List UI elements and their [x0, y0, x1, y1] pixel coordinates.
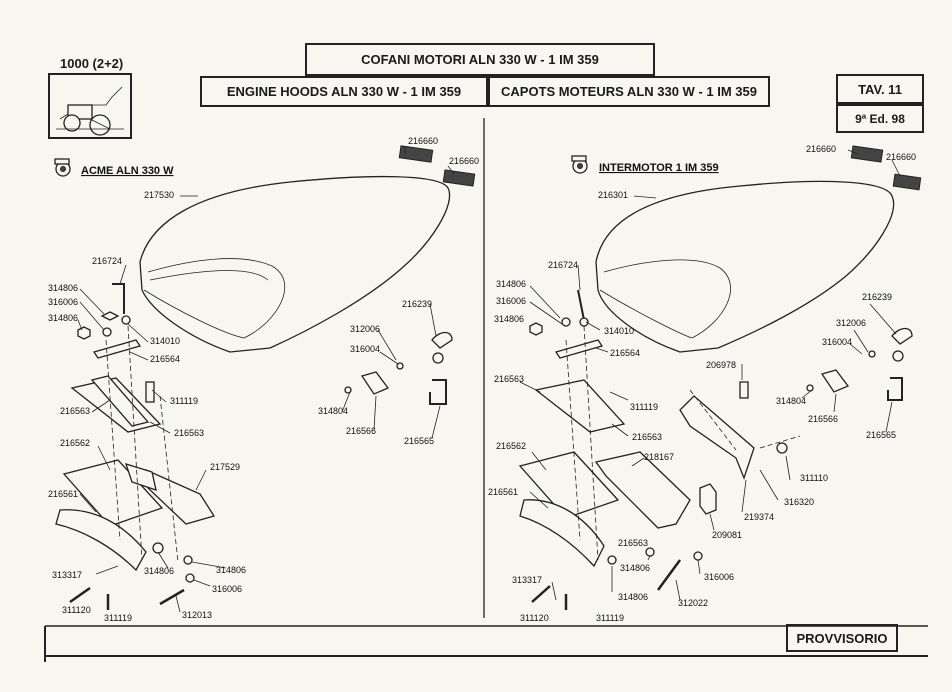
part-number: 316006 — [48, 297, 78, 307]
engine-icon-left — [54, 158, 71, 177]
right-badge-1 — [850, 145, 884, 163]
part-number: 314010 — [604, 326, 634, 336]
part-number: 312022 — [678, 598, 708, 608]
part-number: 216660 — [408, 136, 438, 146]
part-number: 216563 — [174, 428, 204, 438]
table-number: TAV. 11 — [836, 74, 924, 104]
part-number: 216563 — [60, 406, 90, 416]
title-french: CAPOTS MOTEURS ALN 330 W - 1 IM 359 — [488, 76, 770, 107]
part-number: 316004 — [350, 344, 380, 354]
part-number: 216724 — [548, 260, 578, 270]
part-number: 311120 — [62, 605, 91, 615]
left-engine-hood — [139, 175, 451, 353]
status-label: PROVVISORIO — [786, 624, 898, 652]
part-number: 216562 — [60, 438, 90, 448]
part-number: 316006 — [496, 296, 526, 306]
leader-lines — [77, 145, 901, 613]
part-number: 316006 — [704, 572, 734, 582]
part-number: 314806 — [496, 279, 526, 289]
left-badge-1 — [398, 145, 434, 163]
left-badge-2 — [442, 169, 476, 187]
part-number: 314804 — [776, 396, 806, 406]
left-part-labels: 216660 216660 217530 216724 314806 31600… — [48, 136, 479, 623]
part-number: 311110 — [800, 473, 828, 483]
part-number: 311119 — [596, 613, 624, 623]
part-number: 313317 — [52, 570, 82, 580]
part-number: 216564 — [610, 348, 640, 358]
part-number: 216561 — [48, 489, 78, 499]
part-number: 219374 — [744, 512, 774, 522]
part-number: 216660 — [806, 144, 836, 154]
left-section-title: ACME ALN 330 W — [81, 165, 174, 177]
engine-icon-right — [571, 155, 588, 174]
part-number: 312006 — [350, 324, 380, 334]
part-number: 316006 — [212, 584, 242, 594]
part-number: 311119 — [104, 613, 132, 623]
part-number: 216565 — [866, 430, 896, 440]
part-number: 314806 — [48, 283, 78, 293]
model-thumbnail — [48, 73, 132, 139]
part-number: 216561 — [488, 487, 518, 497]
part-number: 316004 — [822, 337, 852, 347]
part-number: 312006 — [836, 318, 866, 328]
part-number: 314010 — [150, 336, 180, 346]
right-section-title: INTERMOTOR 1 IM 359 — [599, 162, 719, 174]
part-number: 314806 — [144, 566, 174, 576]
part-number: 216660 — [886, 152, 916, 162]
part-number: 216724 — [92, 256, 122, 266]
part-number: 216564 — [150, 354, 180, 364]
right-part-labels: 216660 216660 216301 216724 314806 31600… — [488, 144, 916, 623]
part-number: 216565 — [404, 436, 434, 446]
part-number: 314806 — [216, 565, 246, 575]
part-number: 217530 — [144, 190, 174, 200]
part-number: 313317 — [512, 575, 542, 585]
title-italian: COFANI MOTORI ALN 330 W - 1 IM 359 — [305, 43, 655, 76]
part-number: 209081 — [712, 530, 742, 540]
part-number: 314806 — [618, 592, 648, 602]
tractor-icon — [56, 86, 124, 136]
part-number: 312013 — [182, 610, 212, 620]
part-number: 216566 — [808, 414, 838, 424]
part-number: 311120 — [520, 613, 549, 623]
part-number: 216563 — [632, 432, 662, 442]
part-number: 314806 — [494, 314, 524, 324]
part-number: 216239 — [862, 292, 892, 302]
part-number: 314806 — [48, 313, 78, 323]
part-number: 314806 — [620, 563, 650, 573]
right-engine-hood — [595, 180, 895, 353]
part-number: 316320 — [784, 497, 814, 507]
part-number: 216563 — [494, 374, 524, 384]
part-number: 311119 — [630, 402, 658, 412]
part-number: 216301 — [598, 190, 628, 200]
edition-label: 9ª Ed. 98 — [836, 104, 924, 133]
left-hardware — [55, 283, 453, 610]
part-number: 206978 — [706, 360, 736, 370]
part-number: 216660 — [449, 156, 479, 166]
part-number: 216239 — [402, 299, 432, 309]
part-number: 218167 — [644, 452, 674, 462]
part-number: 216562 — [496, 441, 526, 451]
right-badge-2 — [892, 173, 922, 191]
part-number: 217529 — [210, 462, 240, 472]
part-number: 216563 — [618, 538, 648, 548]
model-label: 1000 (2+2) — [60, 56, 124, 71]
title-english: ENGINE HOODS ALN 330 W - 1 IM 359 — [200, 76, 488, 107]
part-number: 311119 — [170, 396, 198, 406]
part-number: 216566 — [346, 426, 376, 436]
part-number: 314804 — [318, 406, 348, 416]
